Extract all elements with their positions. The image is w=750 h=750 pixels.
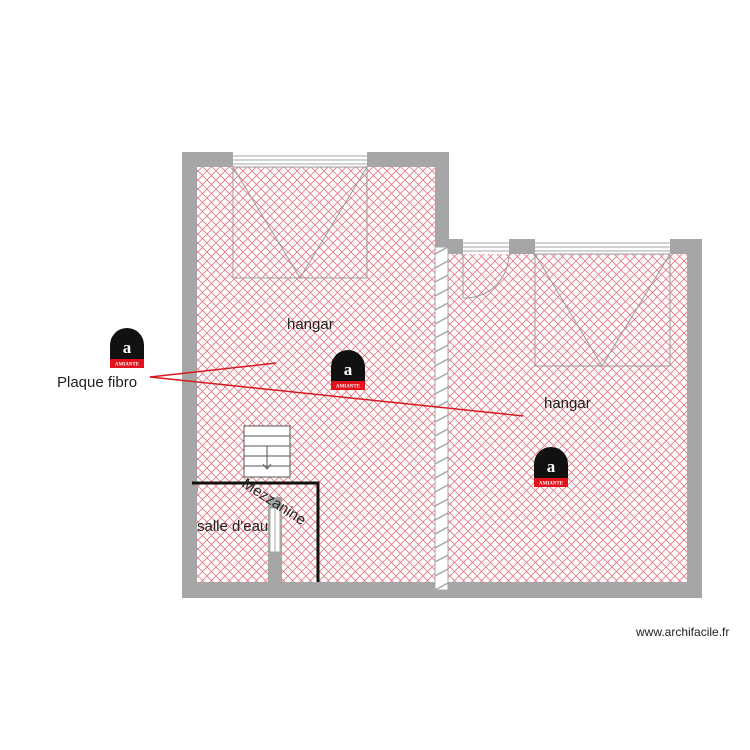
mezzanine-outline — [192, 481, 320, 582]
room-label-hangar-right: hangar — [544, 395, 591, 412]
staircase — [243, 425, 291, 478]
garage-door-right — [534, 253, 671, 367]
room-label-hangar-left: hangar — [287, 316, 334, 333]
badge-label: AMIANTE — [336, 385, 361, 390]
badge-letter: a — [344, 360, 353, 379]
shower-door — [269, 507, 281, 553]
annotation-plaque-fibro: Plaque fibro — [57, 374, 137, 391]
asbestos-badge: a AMIANTE — [331, 350, 365, 390]
annotation-leaders — [149, 362, 524, 417]
room-label-salle-d-eau: salle d'eau — [197, 518, 268, 535]
door-swing-arc — [462, 253, 510, 299]
badge-letter: a — [123, 338, 132, 357]
badge-letter: a — [547, 457, 556, 476]
window-top-right-large — [535, 239, 670, 254]
credit-text[interactable]: www.archifacile.fr — [635, 625, 729, 639]
asbestos-badge: a AMIANTE — [534, 447, 568, 487]
badge-label: AMIANTE — [539, 482, 564, 487]
partition-wall — [434, 246, 449, 591]
window-top-left — [233, 152, 367, 167]
window-top-right-small — [463, 239, 509, 254]
garage-door-left — [232, 166, 368, 279]
asbestos-badge: a AMIANTE — [110, 328, 144, 368]
badge-label: AMIANTE — [115, 363, 140, 368]
